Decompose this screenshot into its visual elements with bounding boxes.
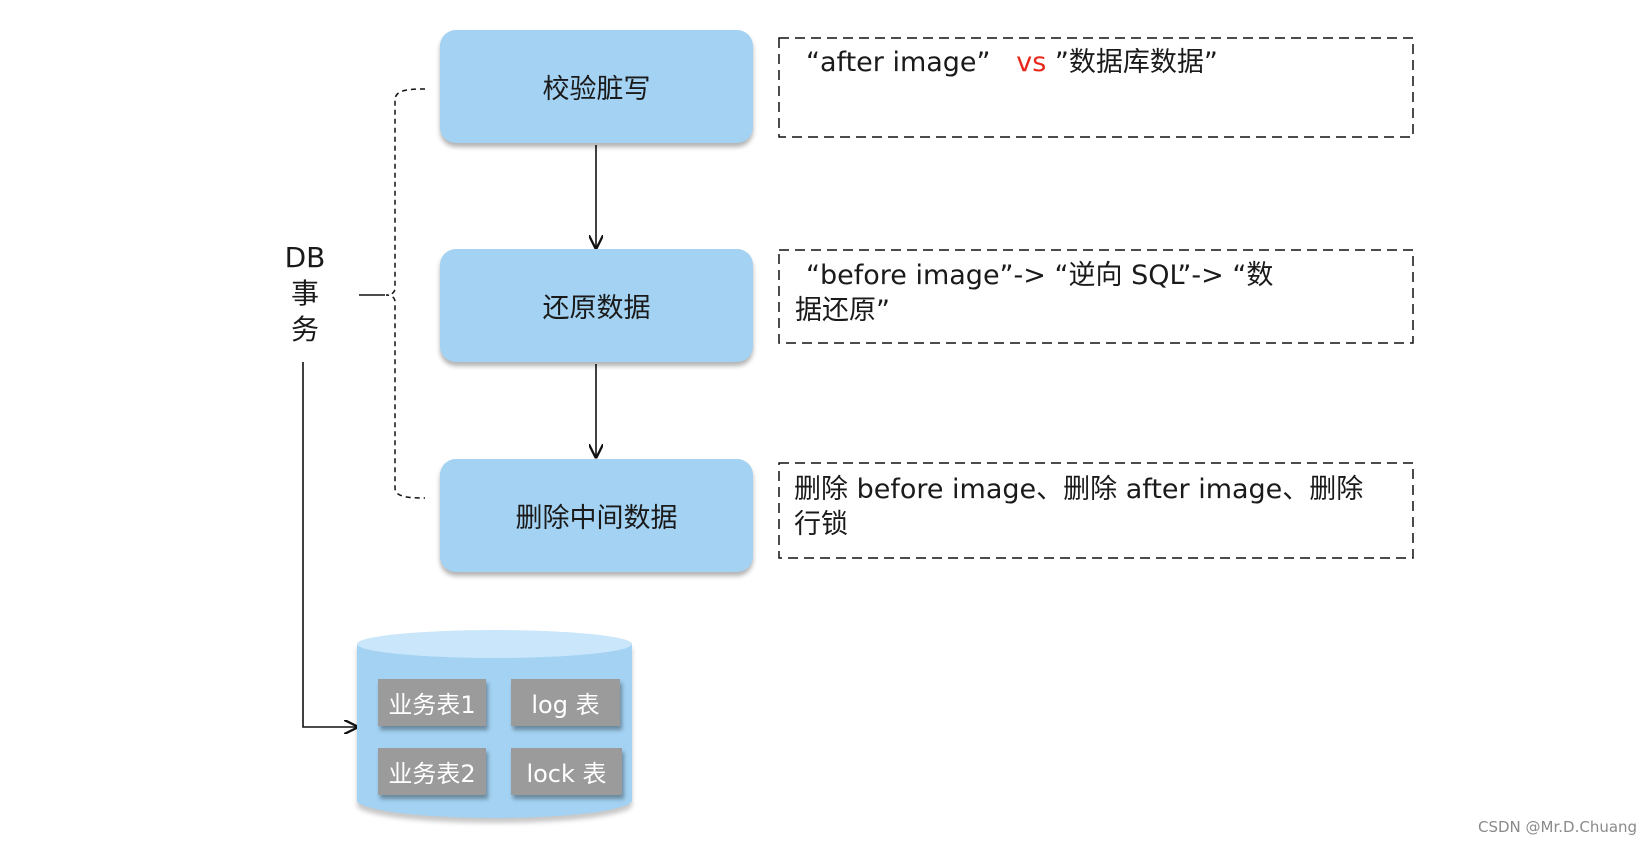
db-transaction-char: 事 xyxy=(290,277,319,310)
note-frame-delete xyxy=(778,462,1414,559)
step-restore-data: 还原数据 xyxy=(440,249,753,362)
step-verify-dirty-write: 校验脏写 xyxy=(440,30,753,143)
table-label: 业务表2 xyxy=(388,760,476,788)
note-delete-line2: 行锁 xyxy=(794,509,848,540)
db-transaction-char: 务 xyxy=(290,313,319,346)
db-transaction-char: DB xyxy=(284,241,326,274)
table-label: log 表 xyxy=(531,691,600,719)
table-lock: lock 表 xyxy=(511,748,622,795)
note-restore-line1: “before image”-> “逆向 SQL”-> “数 xyxy=(806,260,1274,291)
step-label: 还原数据 xyxy=(542,293,651,324)
note-restore: “before image”-> “逆向 SQL”-> “数 据还原” xyxy=(795,258,1274,328)
step-label: 删除中间数据 xyxy=(515,503,678,534)
transaction-bracket xyxy=(385,88,426,499)
note-verify: “after image” vs ”数据库数据” xyxy=(806,45,1218,80)
table-log: log 表 xyxy=(511,679,620,726)
step-delete-intermediate-data: 删除中间数据 xyxy=(440,459,753,572)
database-cylinder-top xyxy=(357,630,632,658)
step-label: 校验脏写 xyxy=(542,74,651,105)
table-label: 业务表1 xyxy=(388,691,476,719)
watermark-credit: CSDN @Mr.D.Chuang xyxy=(1478,818,1638,836)
table-business-1: 业务表1 xyxy=(378,679,486,726)
db-transaction-label: DB 事 务 xyxy=(270,240,340,348)
note-delete: 删除 before image、删除 after image、删除 行锁 xyxy=(794,472,1363,542)
note-verify-vs: vs xyxy=(1016,47,1047,78)
note-frame-verify xyxy=(778,37,1414,138)
table-label: lock 表 xyxy=(526,760,607,788)
arrow-db-to-database xyxy=(302,362,357,727)
note-delete-line1: 删除 before image、删除 after image、删除 xyxy=(794,474,1364,505)
table-business-2: 业务表2 xyxy=(378,748,486,795)
note-verify-part2: ”数据库数据” xyxy=(1054,47,1218,78)
note-restore-line2: 据还原” xyxy=(795,295,890,326)
note-frame-restore xyxy=(778,249,1414,344)
note-verify-part1: “after image” xyxy=(806,47,991,78)
